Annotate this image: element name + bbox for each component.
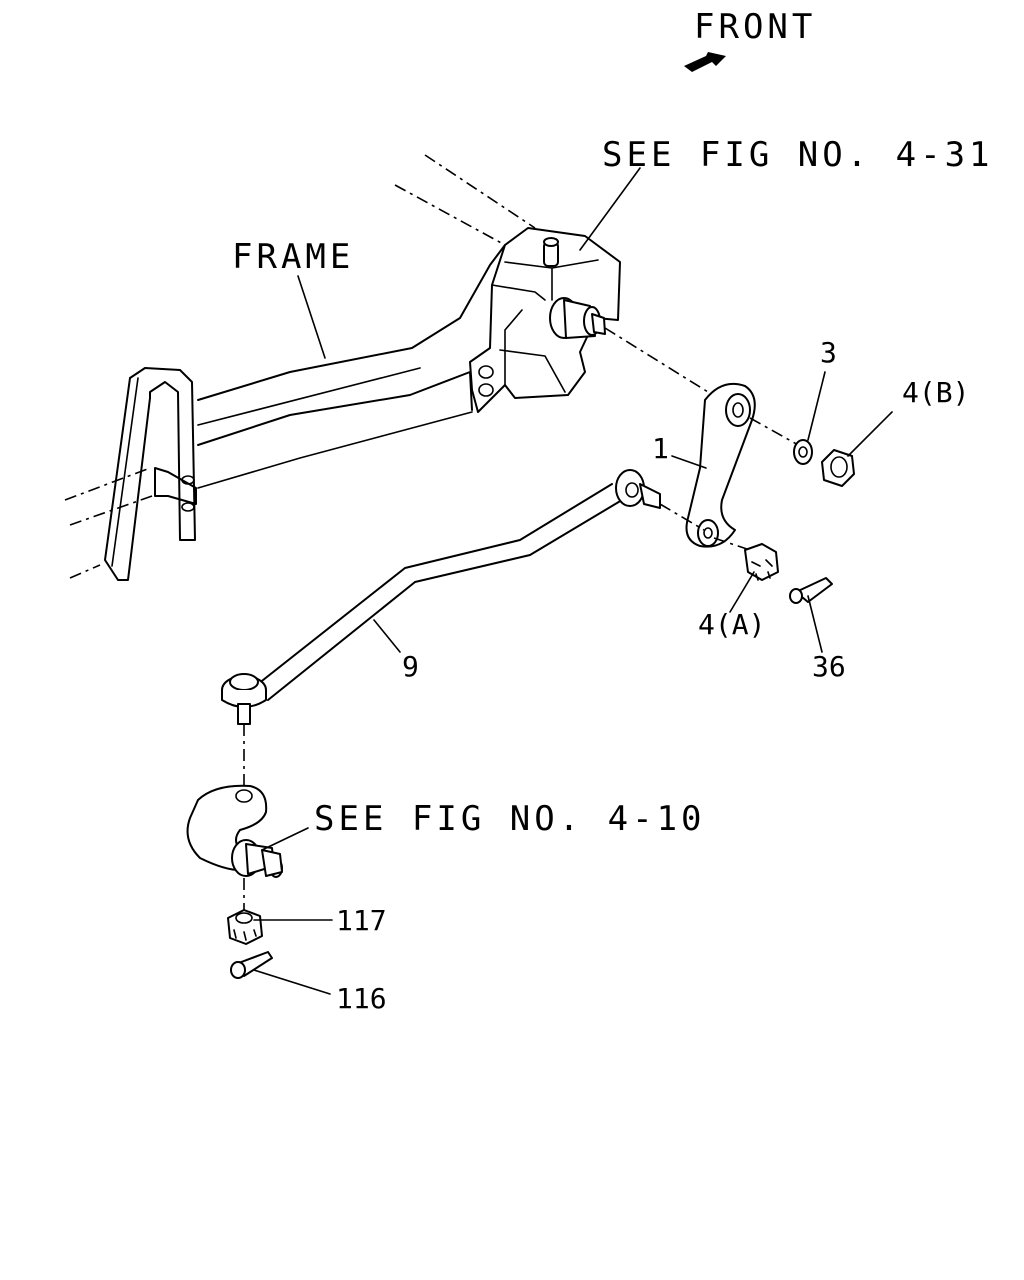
drag-link — [221, 469, 661, 725]
frame-label: FRAME — [232, 237, 354, 277]
front-arrow-icon — [684, 52, 726, 72]
castle-nut-part-4a — [744, 543, 779, 581]
pitman-arm — [685, 382, 756, 548]
see-fig-upper-label: SEE FIG NO. 4-31 — [602, 135, 994, 175]
part-number-1: 1 — [652, 432, 669, 465]
steering-gear-box — [469, 227, 621, 413]
part-number-4b: 4(B) — [902, 376, 969, 409]
leader-lines — [253, 167, 893, 995]
part-number-3: 3 — [820, 336, 837, 369]
part-number-117: 117 — [336, 904, 387, 937]
castle-nut-part-117 — [227, 909, 263, 945]
front-label: FRONT — [694, 7, 816, 47]
part-number-116: 116 — [336, 982, 387, 1015]
frame-rail — [64, 154, 536, 581]
part-number-9: 9 — [402, 650, 419, 683]
washer-part-3 — [793, 439, 813, 465]
part-number-4a: 4(A) — [698, 608, 765, 641]
cotter-pin-part-116 — [230, 951, 273, 979]
part-number-36: 36 — [812, 650, 846, 683]
knuckle-arm — [186, 784, 283, 878]
nut-part-4b — [821, 449, 855, 487]
cotter-pin-part-36 — [789, 577, 833, 604]
see-fig-lower-label: SEE FIG NO. 4-10 — [314, 799, 706, 839]
front-indicator: FRONT — [684, 7, 816, 72]
